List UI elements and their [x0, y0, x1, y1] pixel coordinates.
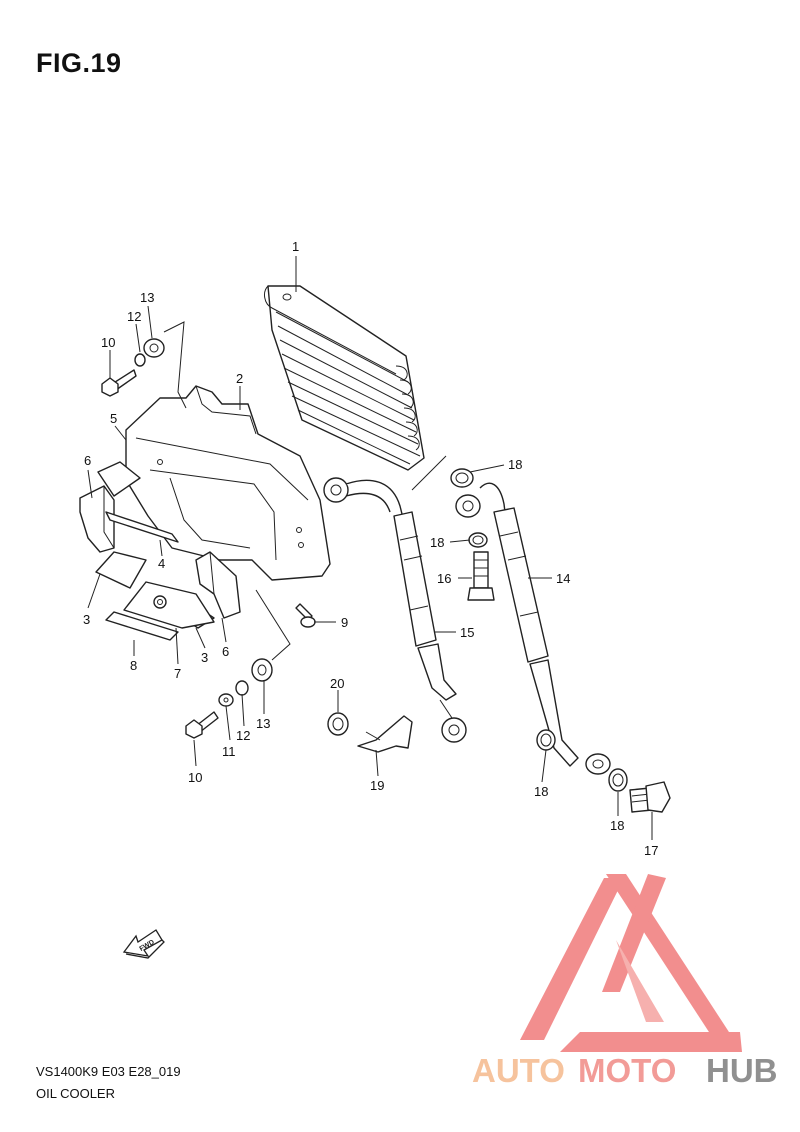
forward-arrow-icon: FWD [122, 929, 165, 959]
bolt-17 [629, 781, 671, 813]
watermark-text-auto: AUTO [472, 1052, 565, 1089]
callout-1: 1 [292, 239, 299, 254]
callout-8: 8 [130, 658, 137, 673]
bolt-10-upper [101, 369, 137, 397]
collar-upper [134, 353, 146, 367]
rubber-cushion-right [195, 551, 241, 619]
rubber-cushion-left [79, 461, 141, 553]
callout-12-lower: 12 [236, 728, 250, 743]
seal-strip [105, 611, 179, 641]
callout-18-lower-right: 18 [610, 818, 624, 833]
callout-13-lower: 13 [256, 716, 270, 731]
watermark-logo: AUTO MOTO HUB [472, 874, 778, 1089]
assembly-guide-lines [163, 321, 447, 661]
callout-20: 20 [330, 676, 344, 691]
figure-code: VS1400K9 E03 E28_019 [36, 1064, 181, 1079]
oil-cooler-radiator [264, 285, 425, 471]
grommet-upper [143, 338, 165, 358]
figure-name: OIL COOLER [36, 1086, 115, 1101]
callout-15: 15 [460, 625, 474, 640]
support-rod [105, 511, 179, 543]
pad-left [95, 551, 147, 589]
callout-9: 9 [341, 615, 348, 630]
callout-17: 17 [644, 843, 658, 858]
callout-16: 16 [437, 571, 451, 586]
callout-numbers: 1 2 3 3 4 5 6 6 7 8 9 10 10 11 12 12 13 … [83, 239, 658, 858]
washer-18-banjo [455, 494, 481, 518]
washer-18-b [468, 532, 488, 548]
callout-18-top: 18 [508, 457, 522, 472]
watermark-text-moto: MOTO [578, 1052, 676, 1089]
collar-lower [235, 680, 249, 696]
callout-13-upper: 13 [140, 290, 154, 305]
hose-bracket-19 [357, 715, 413, 753]
callout-10-lower: 10 [188, 770, 202, 785]
bolt-10-lower [185, 711, 219, 739]
callout-18-lower-left: 18 [534, 784, 548, 799]
bolt-9 [295, 603, 316, 628]
callout-19: 19 [370, 778, 384, 793]
grommet-lower [251, 658, 273, 682]
figure-title: FIG.19 [36, 48, 122, 78]
oil-hose-15 [323, 477, 467, 743]
washer-18-c [536, 729, 556, 751]
callout-6-right: 6 [222, 644, 229, 659]
mounting-plate [123, 581, 215, 629]
washer-18-d [608, 768, 628, 792]
washer-18-a [450, 468, 474, 488]
watermark-text-hub: HUB [706, 1052, 778, 1089]
cooler-shroud [125, 385, 331, 581]
callout-12-upper: 12 [127, 309, 141, 324]
callout-5: 5 [110, 411, 117, 426]
hose-clamp-20 [327, 712, 349, 736]
callout-6-left: 6 [84, 453, 91, 468]
banjo-bolt-16 [467, 551, 495, 601]
oil-hose-14 [479, 482, 611, 775]
callout-7: 7 [174, 666, 181, 681]
callout-3-left: 3 [83, 612, 90, 627]
callout-2: 2 [236, 371, 243, 386]
washer-11 [218, 693, 234, 707]
callout-3-right: 3 [201, 650, 208, 665]
callout-4: 4 [158, 556, 165, 571]
callout-10-upper: 10 [101, 335, 115, 350]
callout-14: 14 [556, 571, 570, 586]
callout-leaders [87, 256, 653, 840]
callout-18-mid: 18 [430, 535, 444, 550]
callout-11: 11 [222, 744, 236, 759]
